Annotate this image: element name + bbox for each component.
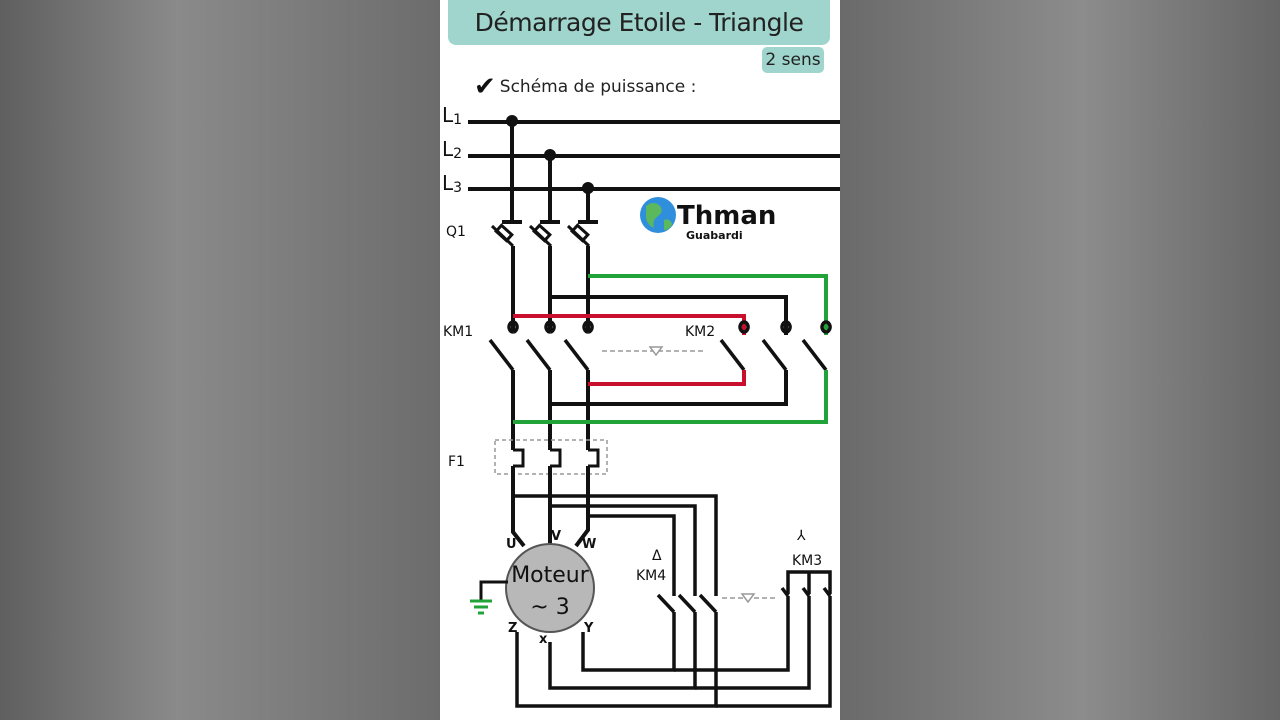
f1-thermal-elements (513, 448, 600, 468)
watermark: Thman Guabardi (640, 197, 776, 242)
title-bar: Démarrage Etoile - Triangle (448, 0, 830, 45)
motor-phase-label: ~ 3 (530, 595, 569, 620)
terminal-x: x (539, 632, 548, 647)
section-heading: ✔ Schéma de puissance : (474, 72, 696, 102)
bus-junction-dots (506, 115, 594, 194)
page-title: Démarrage Etoile - Triangle (474, 8, 804, 37)
km4-symbol: Δ (652, 548, 662, 564)
delta-branch-wires (513, 494, 718, 596)
motor-body (505, 543, 595, 633)
reversing-wires (513, 274, 828, 335)
km3-label: KM3 (792, 553, 822, 569)
km1-feeders (511, 246, 590, 332)
km4-label: KM4 (636, 568, 666, 584)
terminal-w: W (582, 537, 596, 552)
interlock-km1-km2 (602, 346, 706, 357)
phase-label-l3: L3 (442, 171, 462, 196)
ground-symbol (470, 580, 508, 615)
terminal-v: V (551, 529, 561, 544)
diagram-panel: Démarrage Etoile - Triangle 2 sens ✔ Sch… (440, 0, 840, 720)
km2-return-wires (513, 370, 828, 424)
f1-label: F1 (448, 454, 465, 470)
km3-star-bridge (786, 570, 832, 594)
q1-switch-fuse (490, 223, 591, 248)
f1-housing (494, 439, 608, 475)
km3-contacts (780, 586, 832, 598)
power-circuit-diagram: L1 L2 L3 Q1 (442, 103, 840, 708)
km1-outputs (511, 370, 590, 450)
terminal-y: Y (583, 621, 594, 636)
km1-label: KM1 (443, 324, 473, 340)
watermark-name: Thman (677, 201, 776, 231)
watermark-sub: Guabardi (686, 229, 743, 242)
km3-symbol: ⅄ (796, 528, 806, 544)
background-right (840, 0, 1280, 720)
interlock-km4-km3 (722, 593, 778, 604)
phase-label-l2: L2 (442, 137, 462, 162)
km2-contacts (719, 320, 832, 372)
lower-wiring (515, 596, 832, 708)
terminal-u: U (506, 537, 517, 552)
terminal-z: Z (508, 621, 517, 636)
sens-badge-label: 2 sens (765, 50, 821, 70)
background-left (0, 0, 440, 720)
section-label: Schéma de puissance : (499, 77, 697, 97)
km1-contacts (488, 320, 594, 372)
checkmark-icon: ✔ (474, 72, 496, 102)
km4-contacts (656, 593, 718, 614)
km2-label: KM2 (685, 324, 715, 340)
bus-bars (468, 120, 840, 191)
motor-label: Moteur (511, 563, 590, 588)
phase-label-l1: L1 (442, 103, 462, 128)
q1-label: Q1 (446, 224, 466, 240)
sens-badge: 2 sens (762, 47, 824, 73)
bus-taps (502, 122, 598, 224)
